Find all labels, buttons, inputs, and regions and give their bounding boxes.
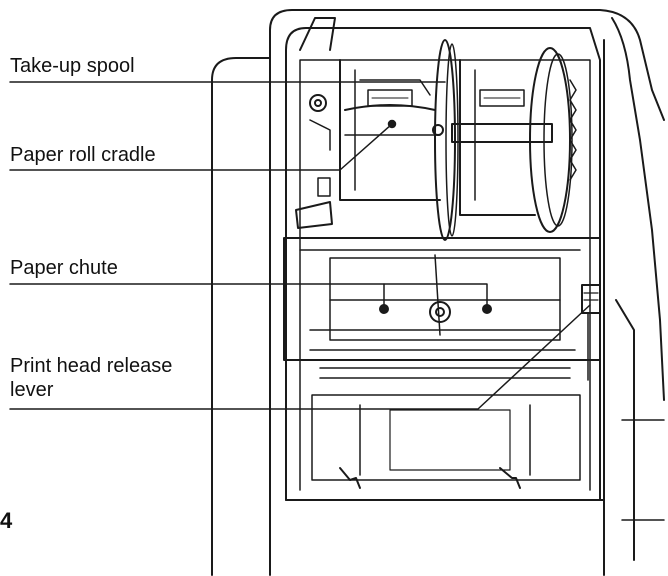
figure-number: 4 [0, 508, 13, 533]
printer-compartment [285, 27, 605, 501]
cabinet-outline [211, 9, 665, 576]
left-fittings [295, 17, 336, 229]
paper-chute [283, 237, 601, 379]
leader-paper-chute [9, 283, 488, 310]
label-take-up-spool: Take-up spool [10, 55, 135, 77]
print-head-release-lever [581, 284, 601, 381]
label-paper-roll-cradle: Paper roll cradle [10, 144, 156, 166]
take-up-spool [432, 39, 577, 241]
paper-roll-cradle [339, 59, 536, 216]
leader-paper-roll-cradle [9, 123, 393, 171]
lower-compartment [311, 394, 581, 489]
leader-print-head-release-lever [9, 304, 591, 410]
label-paper-chute: Paper chute [10, 257, 118, 279]
label-print-head-release-lever: Print head release lever [10, 355, 173, 401]
leader-lines [9, 81, 591, 410]
